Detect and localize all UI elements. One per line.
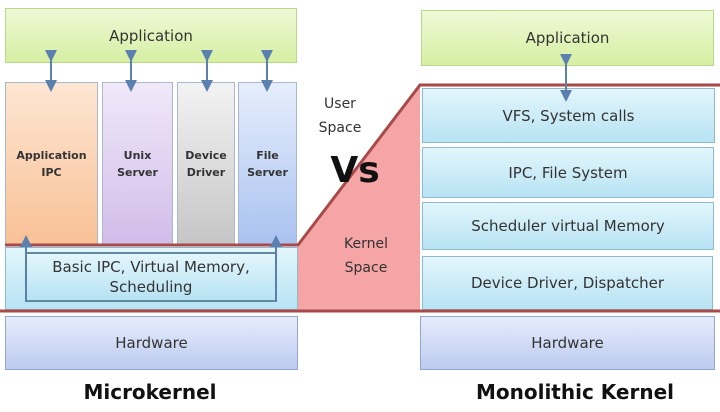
server-label: Application [16, 148, 87, 162]
micro-hardware-box: Hardware [5, 316, 298, 370]
monolithic-title: Monolithic Kernel [475, 380, 675, 404]
vs-label: Vs [330, 150, 380, 191]
mono-application-box: Application [421, 10, 714, 66]
micro-kernel-box: Basic IPC, Virtual Memory, Scheduling [25, 252, 277, 302]
server-label: Unix [123, 148, 152, 162]
server-label: IPC [41, 165, 62, 179]
kernel-space-region [298, 85, 420, 310]
server-label: File [256, 148, 279, 162]
kernel-label: Basic IPC, Virtual Memory, [52, 258, 250, 276]
mono-layer-scheduler: Scheduler virtual Memory [422, 202, 714, 250]
server-label: Server [117, 165, 158, 179]
server-label: Device [185, 148, 227, 162]
server-label: Driver [186, 165, 226, 179]
mono-layer-device-driver: Device Driver, Dispatcher [422, 256, 713, 310]
server-label: Server [247, 165, 288, 179]
kernel-label: Scheduling [109, 278, 193, 296]
mono-hardware-box: Hardware [420, 316, 715, 370]
mono-layer-ipc: IPC, File System [422, 147, 714, 198]
microkernel-title: Microkernel [83, 380, 217, 404]
